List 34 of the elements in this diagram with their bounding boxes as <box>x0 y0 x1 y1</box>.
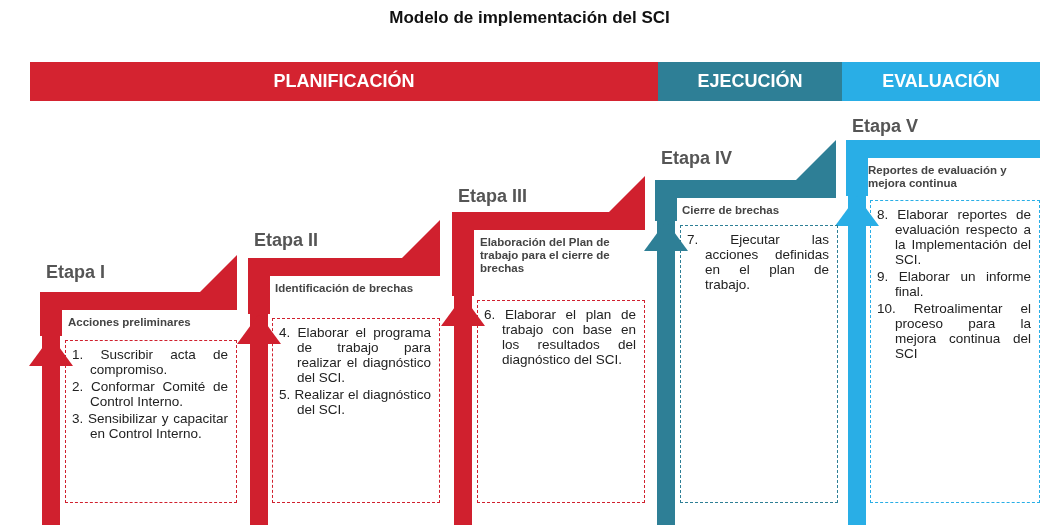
task-list-box <box>680 225 838 503</box>
stage-subtitle: Cierre de brechas <box>682 204 781 217</box>
phase-band: EJECUCIÓN <box>658 62 842 101</box>
task-item: 7. Ejecutar las acciones definidas en el plan de trabajo. <box>687 232 829 292</box>
task-item: 4. Elaborar el programa de trabajo para realizar el diagnóstico del SCI. <box>279 325 431 385</box>
stage-heading: Etapa IV <box>661 148 733 169</box>
stage-heading: Etapa II <box>254 230 319 251</box>
stage-subtitle: Reportes de evaluación y mejora continua <box>868 164 1008 190</box>
task-item: 10. Retroalimentar el proceso para la mejora continua del SCI <box>877 301 1031 361</box>
phase-band: EVALUACIÓN <box>842 62 1040 101</box>
phase-band: PLANIFICACIÓN <box>30 62 658 101</box>
stage-subtitle: Identificación de brechas <box>275 282 415 295</box>
task-item: 8. Elaborar reportes de evaluación respecto a la Implementación del SCI. <box>877 207 1031 267</box>
task-item: 1. Suscribir acta de compromiso. <box>72 347 228 377</box>
stage-subtitle: Acciones preliminares <box>68 316 192 329</box>
task-list-box <box>65 340 237 503</box>
task-item: 6. Elaborar el plan de trabajo con base en los resultados del diagnóstico del SCI. <box>484 307 636 367</box>
stage-heading: Etapa I <box>46 262 106 283</box>
arrow <box>237 314 281 525</box>
task-list-box <box>870 200 1040 503</box>
task-item: 2. Conformar Comité de Control Interno. <box>72 379 228 409</box>
diagram-title: Modelo de implementación del SCI <box>388 8 671 28</box>
arrow <box>835 196 879 525</box>
stage-heading: Etapa V <box>852 116 919 137</box>
stage-heading: Etapa III <box>458 186 528 207</box>
task-item: 5. Realizar el diagnóstico del SCI. <box>279 387 431 417</box>
arrow <box>441 296 485 525</box>
task-list-box <box>477 300 645 503</box>
task-item: 3. Sensibilizar y capacitar en Control Interno. <box>72 411 228 441</box>
task-list-box <box>272 318 440 503</box>
arrow <box>29 336 73 525</box>
stage-subtitle: Elaboración del Plan de trabajo para el cierre de brechas <box>480 236 611 275</box>
arrow <box>644 221 688 525</box>
task-item: 9. Elaborar un informe final. <box>877 269 1031 299</box>
